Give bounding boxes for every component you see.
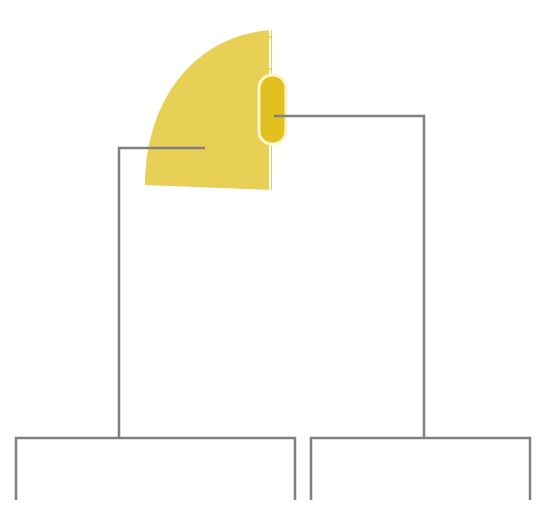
capsule-knob <box>257 73 288 146</box>
right-panel <box>309 436 532 500</box>
quarter-shape <box>145 30 272 190</box>
connector-left <box>117 146 205 438</box>
connector-right <box>274 114 426 438</box>
left-panel <box>14 436 297 500</box>
